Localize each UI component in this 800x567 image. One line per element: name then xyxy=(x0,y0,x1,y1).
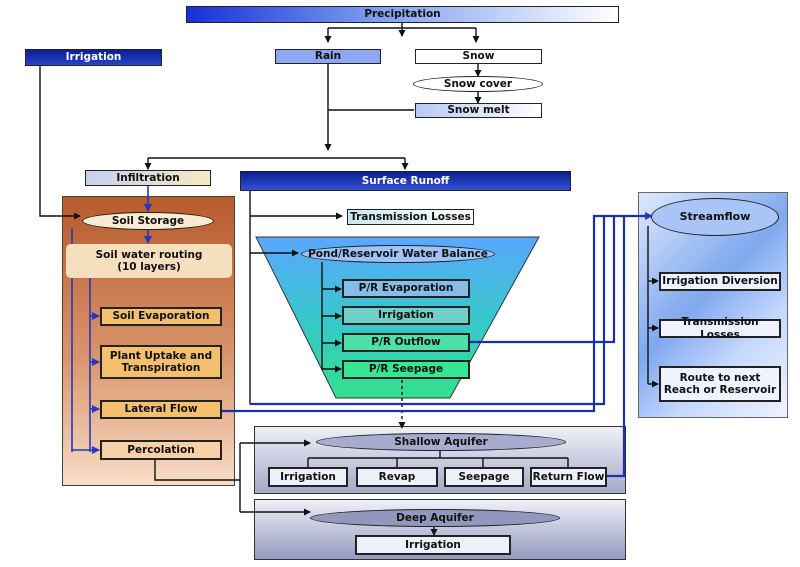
infiltration-box: Infiltration xyxy=(85,170,211,186)
pond-evaporation-box: P/R Evaporation xyxy=(342,279,470,298)
shallow-irrigation-box: Irrigation xyxy=(268,467,348,487)
soil-water-routing-box: Soil water routing (10 layers) xyxy=(66,244,232,278)
deep-aquifer-ellipse: Deep Aquifer xyxy=(310,509,560,527)
precipitation-box: Precipitation xyxy=(186,6,619,23)
transmission-losses-box: Transmission Losses xyxy=(347,209,474,225)
stream-transmission-losses-box: Transmission Losses xyxy=(659,316,781,341)
streamflow-ellipse: Streamflow xyxy=(651,198,779,236)
route-next-reach-box: Route to next Reach or Reservoir xyxy=(659,366,781,402)
snow-melt-box: Snow melt xyxy=(415,103,542,118)
soil-water-routing-line-2: (10 layers) xyxy=(117,261,181,273)
soil-water-routing-line-1: Soil water routing xyxy=(95,248,203,261)
aquifer-seepage-box: Seepage xyxy=(444,467,524,487)
plant-uptake-line-2: Transpiration xyxy=(121,362,201,374)
return-flow-box: Return Flow xyxy=(530,467,607,487)
pond-irrigation-box: Irrigation xyxy=(342,306,470,325)
rain-box: Rain xyxy=(275,49,381,64)
shallow-aquifer-ellipse: Shallow Aquifer xyxy=(316,433,566,451)
pond-water-balance-ellipse: Pond/Reservoir Water Balance xyxy=(301,245,495,263)
soil-storage-ellipse: Soil Storage xyxy=(82,212,214,230)
deep-irrigation-box: Irrigation xyxy=(355,535,511,555)
plant-uptake-line-1: Plant Uptake and xyxy=(109,349,213,362)
irrigation-diversion-box: Irrigation Diversion xyxy=(659,272,781,291)
snow-cover-ellipse: Snow cover xyxy=(413,76,543,92)
snow-box: Snow xyxy=(415,49,542,64)
soil-evaporation-box: Soil Evaporation xyxy=(100,307,222,326)
surface-runoff-box: Surface Runoff xyxy=(240,171,571,191)
route-next-line-1: Route to next xyxy=(679,371,761,384)
lateral-flow-box: Lateral Flow xyxy=(100,400,222,419)
irrigation-source-box: Irrigation xyxy=(25,49,162,66)
pond-seepage-box: P/R Seepage xyxy=(342,360,470,379)
revap-box: Revap xyxy=(356,467,438,487)
pond-outflow-box: P/R Outflow xyxy=(342,333,470,352)
plant-uptake-box: Plant Uptake and Transpiration xyxy=(100,345,222,379)
route-next-line-2: Reach or Reservoir xyxy=(663,384,777,396)
percolation-box: Percolation xyxy=(100,440,222,460)
